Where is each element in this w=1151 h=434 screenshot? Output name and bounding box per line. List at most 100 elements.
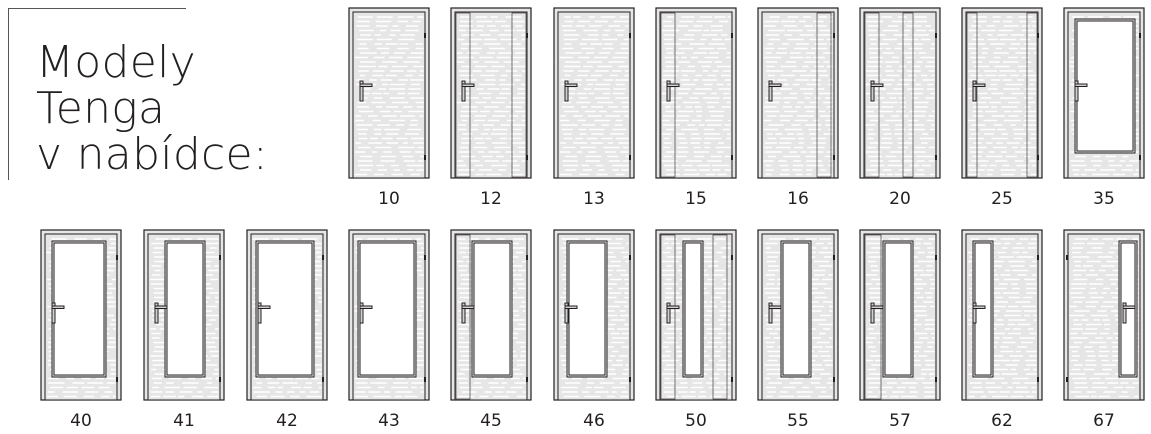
door-model-number: 15 [685, 189, 707, 209]
door-model-number: 62 [991, 411, 1013, 431]
door-handle-icon [154, 302, 168, 324]
door-handle-icon [870, 80, 884, 102]
hinge-icon [322, 255, 324, 260]
door-model-41[interactable] [143, 229, 225, 401]
hinge-icon [219, 377, 221, 382]
door-model-10[interactable] [348, 7, 430, 179]
door-model-number: 50 [685, 411, 707, 431]
heading: Modely Tenga v nabídce: [36, 40, 268, 178]
door-model-number: 35 [1093, 189, 1115, 209]
door-handle-icon [1074, 80, 1088, 102]
glass-panel [684, 242, 702, 376]
hinge-icon [833, 255, 835, 260]
door-model-35[interactable] [1063, 7, 1145, 179]
door-illustration [1063, 7, 1145, 179]
door-model-57[interactable] [859, 229, 941, 401]
door-illustration [348, 229, 430, 401]
door-model-number: 13 [583, 189, 605, 209]
door-band [864, 234, 882, 400]
door-leaf [352, 11, 426, 179]
door-model-number: 45 [480, 411, 502, 431]
door-handle-icon [257, 302, 271, 324]
door-model-20[interactable] [859, 7, 941, 179]
door-band [511, 12, 527, 178]
hinge-icon [1066, 377, 1068, 382]
door-model-62[interactable] [961, 229, 1043, 401]
hinge-icon [833, 377, 835, 382]
hinge-icon [731, 377, 733, 382]
door-model-13[interactable] [553, 7, 635, 179]
door-model-42[interactable] [246, 229, 328, 401]
door-leaf [761, 11, 835, 179]
door-illustration [655, 229, 737, 401]
door-model-45[interactable] [450, 229, 532, 401]
door-model-number: 20 [889, 189, 911, 209]
door-band [864, 12, 880, 178]
wood-grain [967, 16, 1037, 176]
hinge-icon [219, 255, 221, 260]
hinge-icon [322, 377, 324, 382]
door-model-12[interactable] [450, 7, 532, 179]
hinge-icon [526, 33, 528, 38]
door-model-67[interactable] [1063, 229, 1145, 401]
door-handle-icon [768, 302, 782, 324]
door-handle-icon [972, 80, 986, 102]
door-model-55[interactable] [757, 229, 839, 401]
door-illustration [757, 7, 839, 179]
hinge-icon [1066, 255, 1068, 260]
door-model-46[interactable] [553, 229, 635, 401]
door-model-16[interactable] [757, 7, 839, 179]
door-handle-icon [972, 302, 986, 324]
door-handle-icon [461, 302, 475, 324]
wood-grain [865, 16, 935, 176]
door-illustration [143, 229, 225, 401]
hinge-icon [935, 155, 937, 160]
door-handle-icon [359, 302, 373, 324]
door-illustration [859, 229, 941, 401]
door-illustration [859, 7, 941, 179]
door-model-15[interactable] [655, 7, 737, 179]
door-model-25[interactable] [961, 7, 1043, 179]
wood-grain [661, 16, 731, 176]
hinge-icon [424, 377, 426, 382]
hinge-icon [833, 155, 835, 160]
glass-panel [166, 242, 204, 376]
door-band [816, 12, 832, 178]
door-handle-icon [666, 302, 680, 324]
hinge-icon [526, 255, 528, 260]
door-band [455, 234, 471, 400]
wood-grain [763, 16, 833, 176]
hinge-icon [1139, 155, 1141, 160]
door-leaf [454, 11, 528, 179]
door-illustration [40, 229, 122, 401]
door-model-number: 42 [276, 411, 298, 431]
hinge-icon [116, 377, 118, 382]
door-handle-icon [666, 80, 680, 102]
hinge-icon [629, 33, 631, 38]
door-model-number: 41 [173, 411, 195, 431]
hinge-icon [1037, 255, 1039, 260]
door-band [660, 12, 676, 178]
door-model-43[interactable] [348, 229, 430, 401]
door-model-number: 10 [378, 189, 400, 209]
door-band [1026, 12, 1038, 178]
heading-line-3: v nabídce: [36, 129, 269, 180]
hinge-icon [116, 255, 118, 260]
hinge-icon [935, 255, 937, 260]
door-model-50[interactable] [655, 229, 737, 401]
door-illustration [553, 7, 635, 179]
wood-grain [456, 16, 526, 176]
door-handle-icon [564, 80, 578, 102]
heading-frame-top [8, 8, 186, 9]
heading-frame-left [8, 8, 9, 180]
door-band [455, 12, 471, 178]
hinge-icon [526, 377, 528, 382]
door-model-number: 46 [583, 411, 605, 431]
door-handle-icon [870, 302, 884, 324]
wood-grain [354, 16, 424, 176]
door-handle-icon [461, 80, 475, 102]
door-model-number: 16 [787, 189, 809, 209]
door-handle-icon [564, 302, 578, 324]
heading-line-2: Tenga [36, 83, 166, 134]
door-model-40[interactable] [40, 229, 122, 401]
